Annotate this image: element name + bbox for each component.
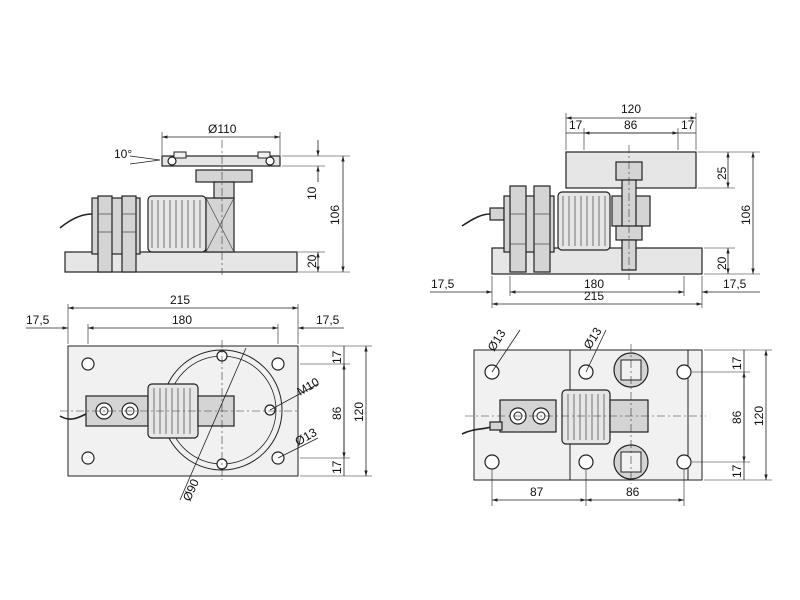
label-dim-17-5-left-side: 17,5 xyxy=(431,277,455,291)
label-dim-120-plan: 120 xyxy=(352,402,366,422)
label-dim-86-plan: 86 xyxy=(330,406,344,420)
label-hole-right: Ø13 xyxy=(581,325,605,352)
bellows-load-cell xyxy=(147,195,207,253)
bellows-ribs-plan-right xyxy=(567,394,605,440)
signal-cable xyxy=(59,213,93,229)
plan-view-left: Ø90 M10 Ø13 215 17,5 180 17,5 17 86 17 1… xyxy=(26,293,372,503)
label-dim-215-side: 215 xyxy=(584,289,604,303)
label-dim-17-5-right-plan: 17,5 xyxy=(316,313,340,327)
label-dia-90: Ø90 xyxy=(180,477,202,504)
label-dim-20-side: 20 xyxy=(715,256,729,270)
clamp-bolt-right xyxy=(121,195,137,273)
label-dim-106: 106 xyxy=(328,205,342,225)
clamp-bolt-left xyxy=(97,195,113,273)
top-plate xyxy=(161,155,281,167)
label-dim-86-right: 86 xyxy=(730,410,744,424)
signal-cable-plan xyxy=(59,413,87,420)
label-dim-106-side: 106 xyxy=(739,205,753,225)
label-angle: 10° xyxy=(114,147,132,161)
front-view-left: 10° Ø110 10 106 20 xyxy=(59,122,350,275)
label-dia-top-plate: Ø110 xyxy=(208,122,237,136)
label-dim-87: 87 xyxy=(530,485,544,499)
label-dim-17-top-right: 17 xyxy=(730,356,744,370)
bellows-ribs xyxy=(151,200,201,248)
label-thread-m10: M10 xyxy=(295,375,322,399)
bellows-ribs-side xyxy=(562,196,606,246)
bellows-load-cell-side xyxy=(557,191,611,251)
label-dim-17-top-plan: 17 xyxy=(330,350,344,364)
label-dim-17-5-left-plan: 17,5 xyxy=(26,313,50,327)
label-dim-120-right: 120 xyxy=(752,406,766,426)
clamp-bolt-right-side xyxy=(533,185,551,273)
label-dim-17-5-right-side: 17,5 xyxy=(723,277,747,291)
signal-cable-side xyxy=(461,213,491,227)
label-dim-180-plan: 180 xyxy=(172,313,192,327)
label-dim-10: 10 xyxy=(305,186,319,200)
tilt-angle-indicator xyxy=(129,155,161,165)
label-dim-215-plan: 215 xyxy=(170,293,190,307)
label-dim-120-top: 120 xyxy=(621,102,641,116)
label-dim-86-top: 86 xyxy=(624,118,638,132)
top-bracket xyxy=(195,169,253,183)
clamp-bolt-left-side xyxy=(509,185,527,273)
label-dim-17b: 17 xyxy=(681,118,695,132)
label-dim-17a: 17 xyxy=(569,118,583,132)
load-pin xyxy=(213,181,235,199)
side-view-right: 120 17 86 17 25 106 20 17,5 180 17,5 215 xyxy=(430,102,760,308)
label-dim-17-bot-plan: 17 xyxy=(330,460,344,474)
plan-view-right: Ø13 Ø13 17 86 17 120 87 86 xyxy=(461,325,772,506)
leader-dia-90 xyxy=(179,347,247,501)
label-dim-86-bottom: 86 xyxy=(626,485,640,499)
label-dim-180-side: 180 xyxy=(584,277,604,291)
label-dim-17-bot-right: 17 xyxy=(730,464,744,478)
label-dim-20: 20 xyxy=(305,254,319,268)
label-dim-25: 25 xyxy=(715,166,729,180)
